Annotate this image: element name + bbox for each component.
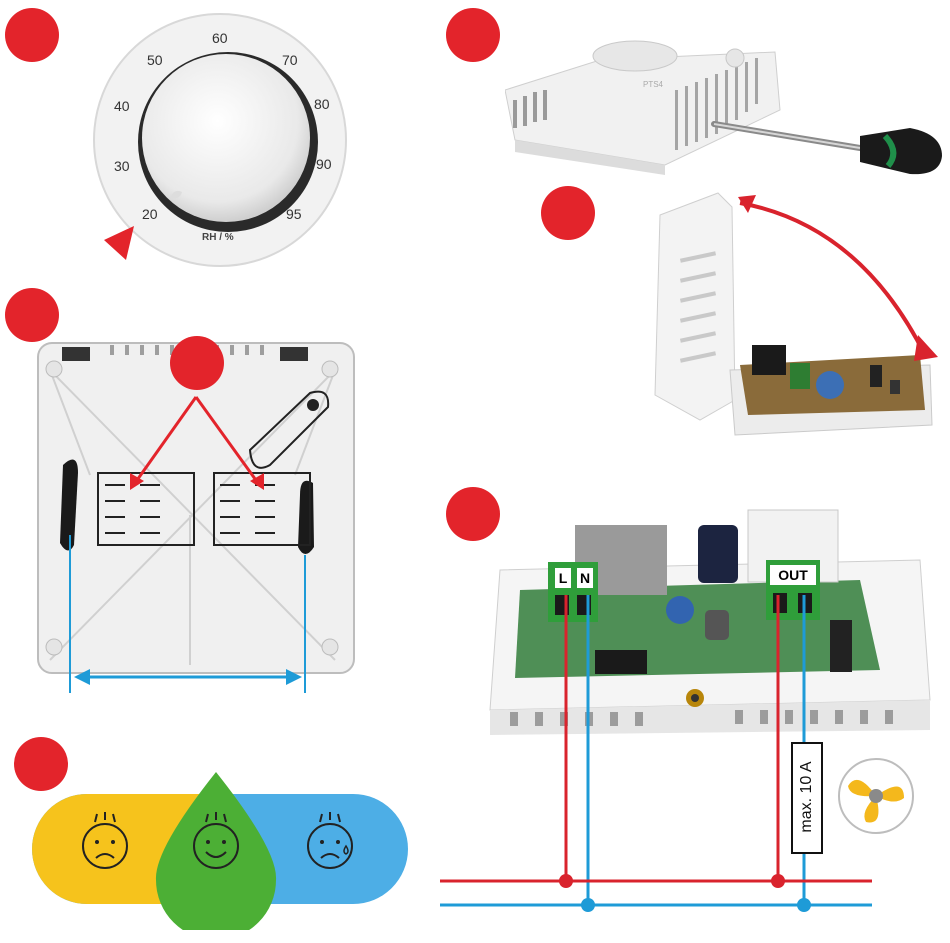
terminal-l-label: L (555, 568, 571, 588)
max-current-text: max. 10 A (798, 745, 816, 849)
comfort-scale-panel (30, 770, 410, 930)
step-marker-4b (170, 336, 224, 390)
max-current-label: max. 10 A (791, 742, 823, 854)
dial-tick-70: 70 (282, 52, 298, 68)
screwdriver-icon (710, 108, 945, 180)
device-housing-label: PTS4 (643, 80, 663, 89)
dial-tick-95: 95 (286, 206, 302, 222)
dial-tick-40: 40 (114, 98, 130, 114)
dial-tick-60: 60 (212, 30, 228, 46)
step-marker-2 (446, 8, 500, 62)
sweaty-face-icon (300, 810, 360, 874)
device-screwdriver-panel: PTS4 (505, 30, 945, 180)
terminal-out-label: OUT (770, 565, 816, 585)
hole-distance-indicator (60, 535, 320, 695)
step-marker-4 (5, 288, 59, 342)
dial-tick-30: 30 (114, 158, 130, 174)
dial-pointer-icon (100, 222, 136, 262)
dial-unit-label: RH / % (202, 232, 234, 243)
open-housing-panel (640, 185, 945, 445)
dial-tick-20: 20 (142, 206, 158, 222)
step-marker-3 (541, 186, 595, 240)
sad-face-icon (75, 810, 135, 874)
dial-tick-90: 90 (316, 156, 332, 172)
step-marker-1 (5, 8, 59, 62)
dial-tick-80: 80 (314, 96, 330, 112)
terminal-n-label: N (577, 568, 593, 588)
dial-tick-50: 50 (147, 52, 163, 68)
happy-face-icon (186, 810, 246, 874)
fan-icon (836, 756, 916, 836)
